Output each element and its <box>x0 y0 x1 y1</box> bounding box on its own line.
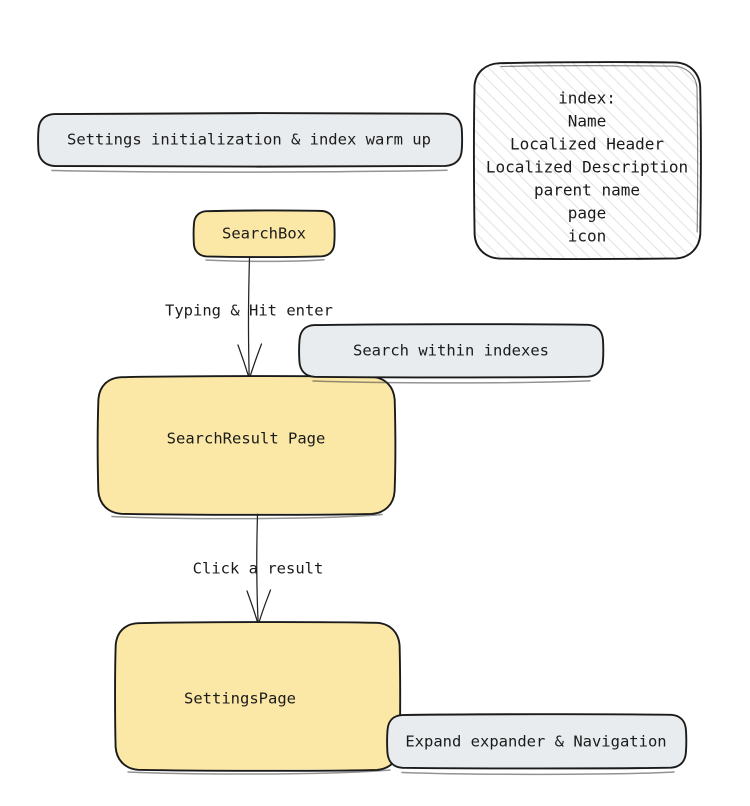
search-within-indexes-label: Search within indexes <box>353 342 549 360</box>
svg-text:Localized Header: Localized Header <box>510 135 664 154</box>
search-within-indexes-outline <box>298 323 605 379</box>
settings-page-outline <box>114 621 402 772</box>
svg-text:parent name: parent name <box>534 181 640 200</box>
searchbox-fill <box>194 210 334 257</box>
node-index-note[interactable]: index: Name Localized Header Localized D… <box>473 61 702 260</box>
svg-text:Name: Name <box>568 112 607 131</box>
searchresult-page-fill <box>98 376 395 514</box>
edge-label-click-a-result: Click a result <box>193 560 324 578</box>
node-searchbox[interactable]: SearchBox <box>192 209 336 263</box>
edge-searchresult-to-settingspage: Click a result <box>193 513 324 626</box>
searchresult-page-label: SearchResult Page <box>167 430 326 448</box>
expand-navigation-label: Expand expander & Navigation <box>405 733 666 751</box>
settings-init-note-outline <box>37 112 464 168</box>
settings-page-label: SettingsPage <box>184 690 296 708</box>
search-within-indexes-fill <box>299 324 603 377</box>
expand-navigation-fill <box>387 714 686 768</box>
edge-searchbox-to-searchresult: Typing & Hit enter <box>165 256 333 380</box>
expand-navigation-outline <box>386 713 688 770</box>
node-search-within-indexes-note[interactable]: Search within indexes <box>298 323 605 384</box>
svg-text:index:: index: <box>558 89 616 108</box>
svg-text:Localized Description: Localized Description <box>486 158 688 177</box>
node-searchresult-page[interactable]: SearchResult Page <box>96 375 397 520</box>
index-note-lines: index: Name Localized Header Localized D… <box>486 89 688 246</box>
edge-label-typing-hit-enter: Typing & Hit enter <box>165 302 333 320</box>
searchbox-label: SearchBox <box>222 225 306 243</box>
node-expand-navigation-note[interactable]: Expand expander & Navigation <box>386 713 688 776</box>
index-note-hatch-fill <box>474 62 700 259</box>
index-note-outline <box>473 61 702 260</box>
settings-init-note-label: Settings initialization & index warm up <box>67 131 431 149</box>
svg-text:icon: icon <box>568 227 607 246</box>
svg-text:page: page <box>568 204 607 223</box>
settings-init-note-fill <box>38 113 462 166</box>
settings-page-fill <box>115 622 400 770</box>
node-settings-init-note[interactable]: Settings initialization & index warm up <box>37 112 464 173</box>
node-settings-page[interactable]: SettingsPage <box>114 621 402 775</box>
searchbox-outline <box>192 209 336 258</box>
